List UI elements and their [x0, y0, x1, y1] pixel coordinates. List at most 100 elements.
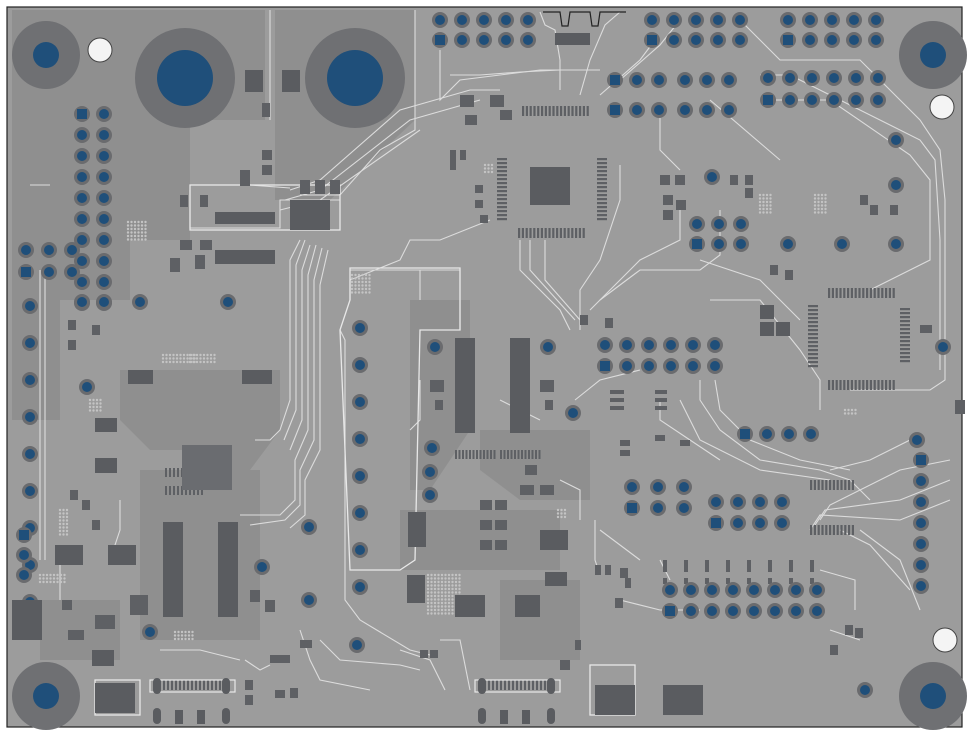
- via: [444, 594, 447, 598]
- via: [430, 594, 433, 598]
- smd-pad-layer: [62, 95, 965, 705]
- via: [824, 211, 827, 214]
- smd-pad-icon: [68, 320, 76, 330]
- smd-pad-icon: [540, 485, 554, 495]
- via: [126, 234, 130, 238]
- via: [444, 573, 447, 577]
- smd-pad-icon: [520, 680, 522, 690]
- via: [130, 231, 133, 234]
- ic-package-icon: [663, 685, 703, 715]
- smd-pad-icon: [552, 106, 555, 116]
- through-hole-pad-icon: [891, 239, 901, 249]
- through-hole-pad-icon: [666, 361, 676, 371]
- via: [437, 584, 440, 587]
- smd-pad-icon: [211, 680, 213, 690]
- smd-pad-icon: [500, 680, 502, 690]
- region-outline: [189, 184, 341, 231]
- via: [144, 238, 147, 241]
- connector-icon: [478, 678, 486, 694]
- via: [433, 591, 437, 594]
- through-hole-pad-icon: [777, 497, 787, 507]
- via: [165, 357, 168, 360]
- via: [126, 231, 130, 234]
- smd-pad-icon: [900, 308, 910, 311]
- via: [850, 408, 854, 412]
- through-hole-pad-icon: [425, 490, 435, 500]
- via: [199, 357, 202, 360]
- via: [762, 211, 765, 214]
- through-hole-pad-icon: [99, 256, 109, 266]
- ic-package-icon: [290, 200, 330, 230]
- through-hole-pad-icon: [805, 35, 815, 45]
- smd-pad-icon: [497, 178, 507, 181]
- smd-pad-icon: [873, 288, 876, 298]
- via: [430, 601, 433, 605]
- smd-pad-icon: [831, 288, 834, 298]
- via: [361, 273, 364, 277]
- via: [451, 608, 454, 612]
- smd-pad-icon: [532, 680, 534, 690]
- through-hole-pad-icon: [44, 267, 54, 277]
- via: [762, 204, 765, 207]
- through-hole-pad-icon: [827, 35, 837, 45]
- via: [209, 353, 213, 357]
- through-hole-pad-icon: [873, 95, 883, 105]
- smd-pad-icon: [537, 228, 540, 238]
- smd-pad-icon: [836, 525, 839, 535]
- smd-pad-icon: [560, 106, 563, 116]
- through-hole-pad-icon: [851, 95, 861, 105]
- via: [437, 577, 440, 580]
- through-hole-pad-icon: [740, 429, 750, 439]
- mounting-hole-icon: [33, 683, 59, 709]
- smd-pad-icon: [684, 560, 688, 572]
- via: [357, 273, 361, 277]
- through-hole-pad-icon: [25, 301, 35, 311]
- smd-pad-icon: [610, 398, 624, 402]
- smd-pad-icon: [680, 440, 690, 446]
- smd-pad-icon: [890, 205, 898, 215]
- through-hole-pad-icon: [891, 180, 901, 190]
- via: [126, 227, 130, 231]
- via: [824, 193, 827, 197]
- via: [444, 605, 447, 608]
- smd-pad-icon: [197, 486, 199, 495]
- through-hole-pad-icon: [627, 503, 637, 513]
- smd-pad-icon: [881, 288, 884, 298]
- via: [854, 408, 857, 412]
- copper-pour-region: [140, 470, 260, 640]
- smd-pad-icon: [300, 180, 310, 194]
- smd-pad-icon: [866, 380, 869, 390]
- via: [168, 360, 172, 364]
- smd-pad-icon: [195, 255, 205, 269]
- through-hole-pad-icon: [352, 640, 362, 650]
- smd-pad-icon: [203, 680, 205, 690]
- via: [179, 357, 182, 360]
- smd-pad-icon: [730, 175, 738, 185]
- through-hole-pad-icon: [713, 15, 723, 25]
- smd-pad-icon: [330, 180, 340, 194]
- through-hole-pad-icon: [501, 35, 511, 45]
- smd-pad-icon: [892, 288, 895, 298]
- smd-pad-icon: [655, 390, 667, 394]
- via: [368, 277, 371, 280]
- through-hole-pad-icon: [44, 245, 54, 255]
- via: [38, 577, 42, 580]
- via: [364, 291, 368, 294]
- smd-pad-icon: [848, 525, 851, 535]
- ic-package-icon: [407, 575, 425, 603]
- via: [65, 522, 69, 526]
- via: [368, 273, 371, 277]
- smd-pad-icon: [747, 560, 751, 572]
- via: [451, 587, 454, 591]
- via: [133, 227, 137, 231]
- smd-pad-icon: [808, 337, 818, 340]
- smd-pad-icon: [563, 106, 566, 116]
- smd-pad-icon: [808, 333, 818, 336]
- through-hole-pad-icon: [873, 73, 883, 83]
- smd-pad-icon: [817, 525, 820, 535]
- via: [58, 508, 62, 512]
- via: [182, 353, 186, 357]
- through-hole-pad-icon: [99, 235, 109, 245]
- via: [364, 280, 368, 284]
